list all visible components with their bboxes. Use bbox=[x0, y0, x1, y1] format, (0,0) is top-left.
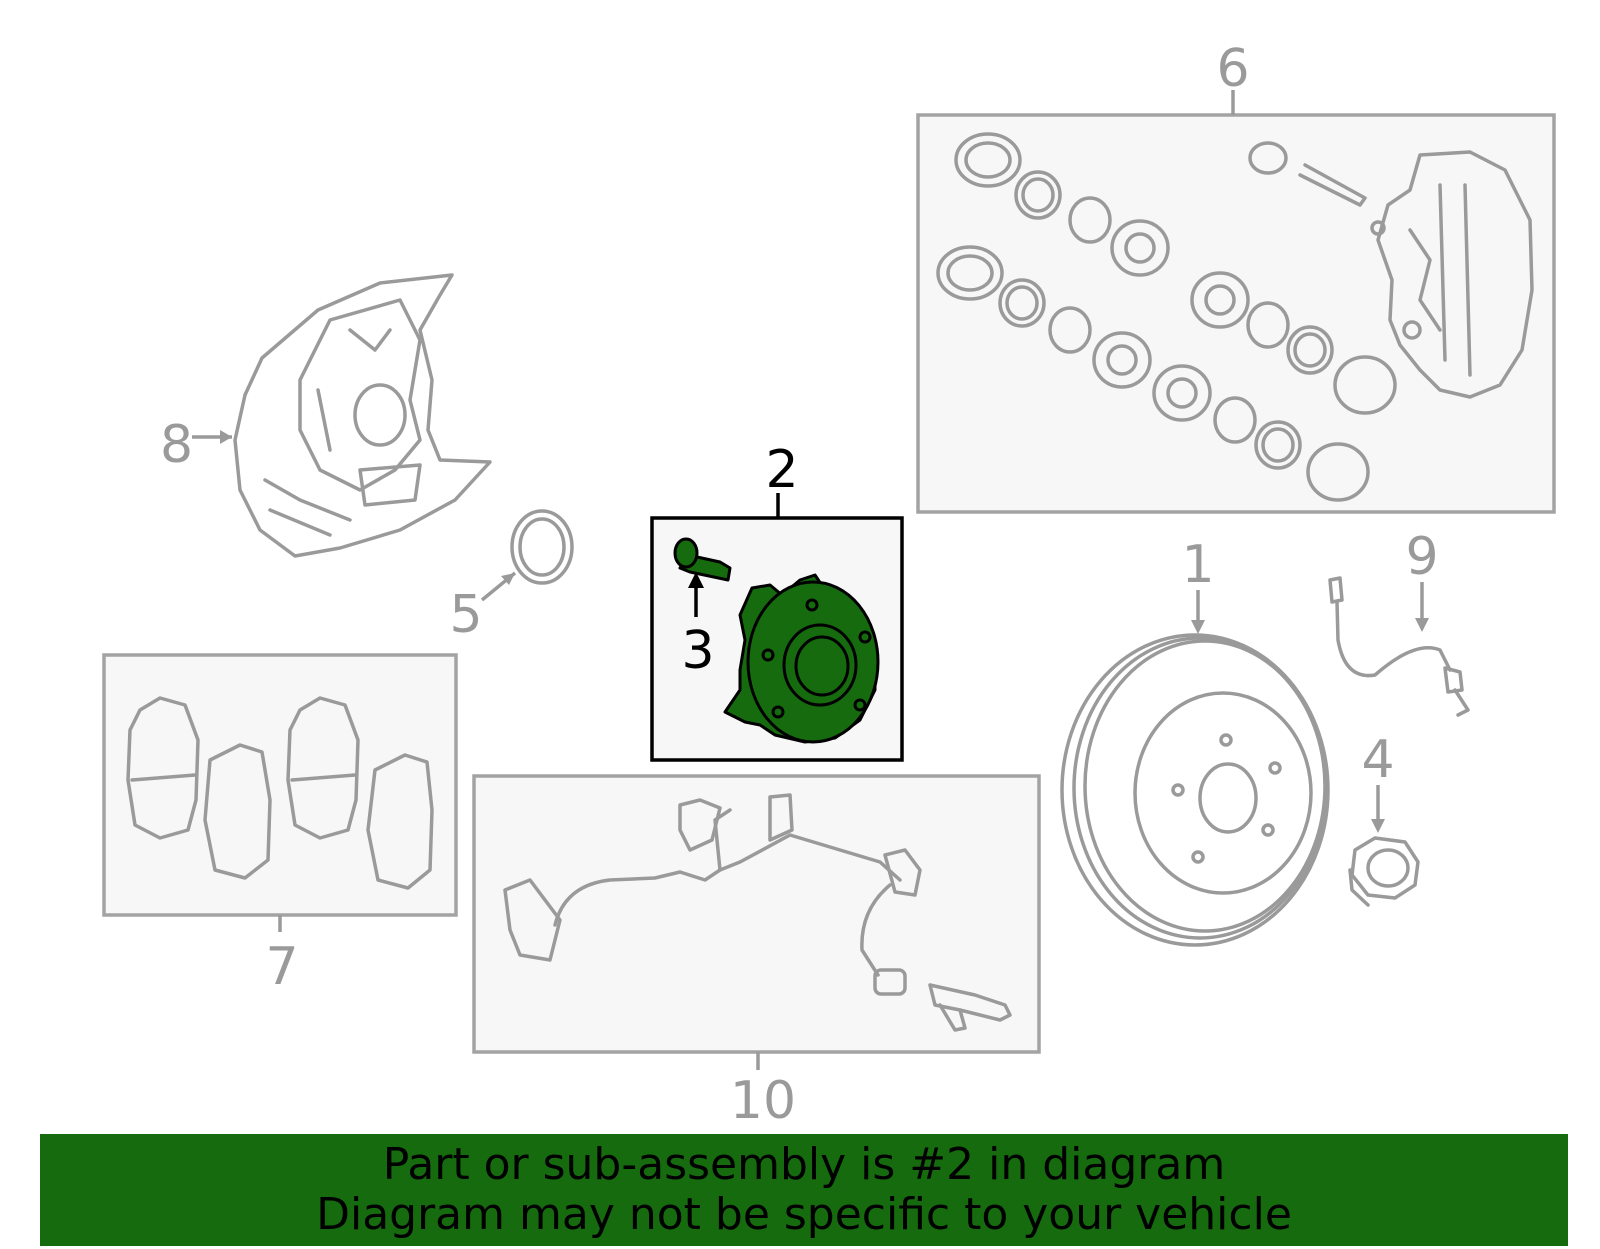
seal-ring-group[interactable]: 5 bbox=[449, 509, 574, 645]
hub-nut-group[interactable]: 4 bbox=[1348, 730, 1420, 907]
notice-banner-line-2: Diagram may not be specific to your vehi… bbox=[316, 1189, 1292, 1240]
brake-pads-group[interactable]: 7 bbox=[102, 653, 458, 997]
caliper-body-icon bbox=[1370, 150, 1534, 399]
hub-assembly-group[interactable]: 2 3 bbox=[650, 440, 904, 762]
callout-2-label: 2 bbox=[765, 440, 798, 500]
brake-pad-set-icon bbox=[126, 696, 434, 890]
callout-10-label: 10 bbox=[730, 1071, 796, 1131]
brake-rotor-icon bbox=[1060, 633, 1330, 947]
callout-3-arrowhead bbox=[688, 572, 704, 588]
callout-3-label: 3 bbox=[681, 621, 714, 681]
hub-nut-icon bbox=[1348, 836, 1420, 907]
callout-8-arrowhead bbox=[220, 430, 232, 444]
notice-banner-line-1: Part or sub-assembly is #2 in diagram bbox=[382, 1139, 1226, 1190]
callout-5-arrowhead bbox=[501, 573, 515, 585]
notice-banner: Part or sub-assembly is #2 in diagram Di… bbox=[40, 1134, 1568, 1246]
callout-6-label: 6 bbox=[1216, 39, 1249, 99]
hub-bearing-icon bbox=[723, 573, 880, 744]
callout-4-arrowhead bbox=[1371, 819, 1385, 833]
piston-seal-set-icon bbox=[936, 132, 1397, 502]
hub-bolt-icon bbox=[673, 537, 732, 582]
callout-1-label: 1 bbox=[1181, 535, 1214, 595]
callout-8-label: 8 bbox=[160, 415, 193, 475]
abs-sensor-wire-icon bbox=[503, 793, 1012, 1032]
callout-9-arrowhead bbox=[1415, 618, 1429, 632]
brake-pads-panel bbox=[102, 653, 458, 917]
callout-7-label: 7 bbox=[265, 937, 298, 997]
seal-ring-icon bbox=[510, 509, 574, 585]
brake-hose-group[interactable]: 9 bbox=[1328, 527, 1470, 717]
callout-1-arrowhead bbox=[1191, 620, 1205, 634]
brake-rotor-group[interactable]: 1 bbox=[1060, 535, 1330, 947]
caliper-kit-group[interactable]: 6 bbox=[916, 39, 1556, 514]
callout-4-label: 4 bbox=[1361, 730, 1394, 790]
dust-shield-icon bbox=[233, 273, 492, 558]
brake-hose-icon bbox=[1328, 576, 1470, 717]
callout-9-label: 9 bbox=[1405, 527, 1438, 587]
callout-5-label: 5 bbox=[449, 585, 482, 645]
seal-ring-inner bbox=[518, 517, 566, 577]
abs-sensor-group[interactable]: 10 bbox=[472, 774, 1041, 1131]
caliper-kit-panel bbox=[916, 113, 1556, 514]
dust-shield-group[interactable]: 8 bbox=[160, 273, 492, 558]
